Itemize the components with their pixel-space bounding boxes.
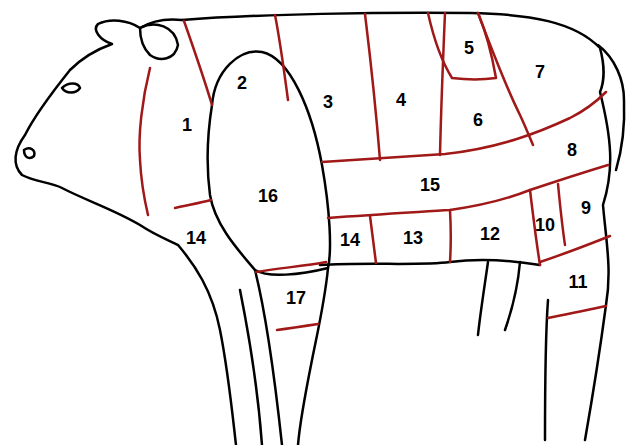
cut-number: 15 [420, 176, 440, 194]
cut-number: 14 [340, 231, 360, 249]
cut-number: 10 [535, 216, 555, 234]
cut-number: 8 [567, 141, 577, 159]
cut-number: 3 [323, 93, 333, 111]
cut-number: 4 [396, 91, 406, 109]
cut-number: 17 [286, 289, 306, 307]
cut-number: 1 [182, 116, 192, 134]
cut-number: 6 [473, 111, 483, 129]
cut-number: 2 [237, 74, 247, 92]
cut-number: 14 [186, 229, 206, 247]
cut-number: 5 [464, 39, 474, 57]
cut-number: 11 [568, 273, 587, 291]
cut-number: 7 [535, 63, 545, 81]
cut-number: 12 [480, 225, 500, 243]
cut-number: 9 [581, 199, 591, 217]
cut-number: 13 [403, 229, 423, 247]
cut-number: 16 [258, 187, 278, 205]
